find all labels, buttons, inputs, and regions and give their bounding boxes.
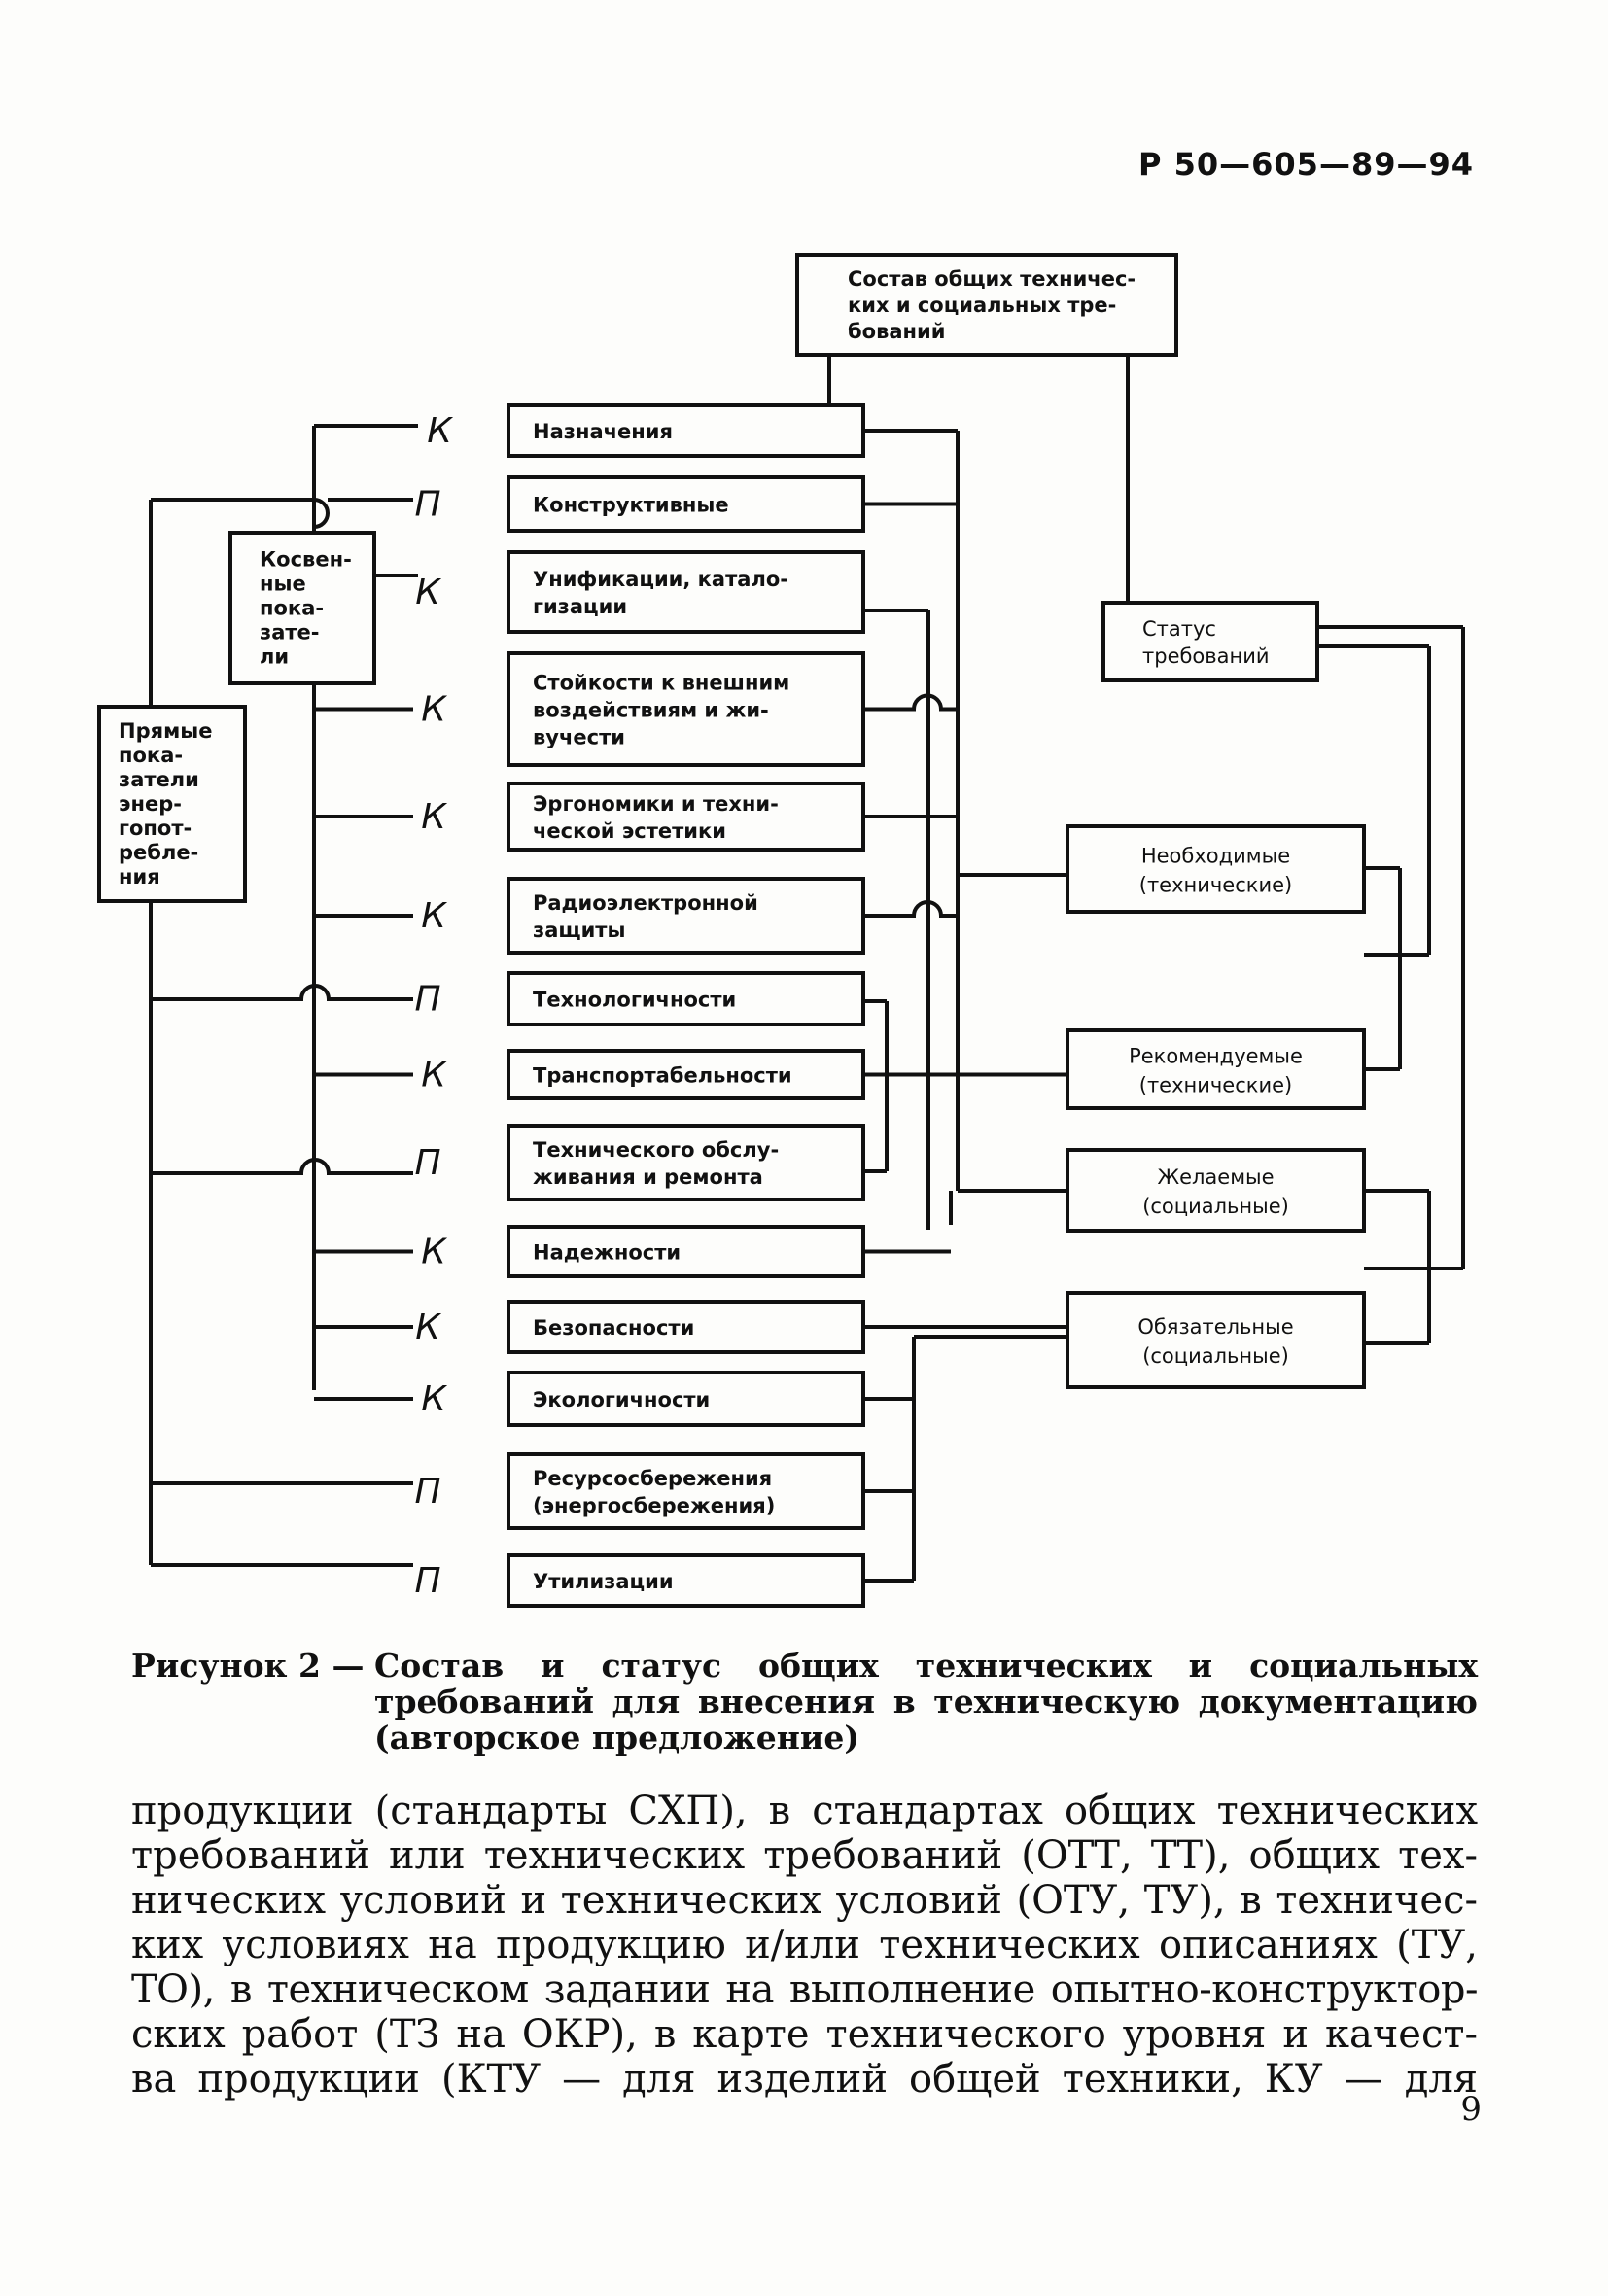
status-category-box-label: Рекомендуемые <box>1129 1044 1303 1067</box>
requirement-marker: К <box>427 411 453 451</box>
requirement-box: Ресурсосбережения (энергосбережения) <box>507 1452 865 1530</box>
requirement-marker: К <box>421 690 447 730</box>
requirement-marker: П <box>414 980 440 1020</box>
requirement-box-label: (энергосбережения) <box>533 1494 775 1517</box>
indirect-box-label: Косвен- <box>260 548 352 572</box>
top-box: Состав общих техничес-ких и социальных т… <box>795 253 1178 357</box>
direct-box-label: пока- <box>119 744 183 767</box>
body-line: ва продукции (КТУ — для изделий общей те… <box>131 2057 1478 2102</box>
requirement-box-label: Технического обслу- <box>533 1138 779 1162</box>
requirement-box-label: Стойкости к внешним <box>533 671 789 694</box>
requirement-box: Надежности <box>507 1225 865 1278</box>
requirement-marker: К <box>415 1307 441 1347</box>
status-category-box-label: (технические) <box>1139 873 1292 896</box>
body-line: нических условий и технических условий (… <box>131 1878 1478 1923</box>
status-box-label: требований <box>1142 644 1270 668</box>
status-category-box-label: (социальные) <box>1142 1195 1289 1218</box>
status-box: Статус требований <box>1101 601 1319 682</box>
requirement-box-label: Технологичности <box>533 988 736 1011</box>
page-number: 9 <box>1460 2090 1482 2129</box>
requirement-box-label: гизации <box>533 595 627 618</box>
requirements-diagram: Состав общих техничес-ких и социальных т… <box>97 253 1465 1608</box>
requirement-marker: К <box>421 896 447 936</box>
status-category-box-label: (технические) <box>1139 1073 1292 1096</box>
requirement-marker: П <box>414 1561 440 1601</box>
body-paragraph: продукции (стандарты СХП), в стандартах … <box>131 1789 1479 2102</box>
status-category-box-label: Обязательные <box>1137 1315 1293 1339</box>
requirement-box-label: Назначения <box>533 420 673 443</box>
body-line: продукции (стандарты СХП), в стандартах … <box>131 1789 1478 1833</box>
requirement-box-label: защиты <box>533 919 625 942</box>
direct-box-label: гопот- <box>119 817 192 840</box>
requirement-marker: П <box>414 485 440 525</box>
requirement-box: Эргономики и техни-ческой эстетики <box>507 782 865 852</box>
body-line: ТО), в техническом задании на выполнение… <box>131 1967 1479 2012</box>
requirement-box: Радиоэлектронной защиты <box>507 877 865 955</box>
direct-box-label: ния <box>119 865 160 888</box>
requirement-box-label: Эргономики и техни- <box>533 792 779 816</box>
status-category-box: Желаемые (социальные) <box>1066 1148 1366 1233</box>
requirement-box: Экологичности <box>507 1371 865 1427</box>
requirement-box-label: Конструктивные <box>533 493 729 516</box>
body-line: ких условиях на продукцию и/или техничес… <box>131 1923 1478 1967</box>
requirement-marker: К <box>421 1379 447 1419</box>
status-category-box-label: Необходимые <box>1141 844 1290 867</box>
requirement-box: Унификации, катало-гизации <box>507 550 865 634</box>
top-box-label: ких и социальных тре- <box>848 294 1116 317</box>
status-category-box-label: Желаемые <box>1157 1165 1274 1189</box>
requirement-box-label: Экологичности <box>533 1388 710 1411</box>
requirement-box-label: вучести <box>533 725 625 748</box>
status-category-box-label: (социальные) <box>1142 1344 1289 1368</box>
top-box-label: Состав общих техничес- <box>848 267 1136 291</box>
requirement-marker: П <box>414 1143 440 1183</box>
requirement-box: Утилизации <box>507 1553 865 1608</box>
direct-box-label: Прямые <box>119 719 213 743</box>
requirement-box-label: Надежности <box>533 1240 681 1264</box>
requirement-marker: К <box>421 1233 447 1272</box>
direct-box-label: затели <box>119 768 199 791</box>
requirement-box-label: живания и ремонта <box>533 1165 763 1189</box>
indirect-box-label: зате- <box>260 621 320 644</box>
status-category-box: Обязательные (социальные) <box>1066 1291 1366 1389</box>
requirement-box: Назначения <box>507 403 865 458</box>
status-category-box: Необходимые (технические) <box>1066 824 1366 914</box>
requirement-box-label: Безопасности <box>533 1316 694 1339</box>
requirement-box: Стойкости к внешним воздействиям и жи-вуч… <box>507 651 865 767</box>
requirement-box: Технологичности <box>507 971 865 1026</box>
requirement-box-label: Утилизации <box>533 1570 674 1593</box>
requirement-marker: К <box>415 573 441 612</box>
requirement-box-label: Радиоэлектронной <box>533 891 758 915</box>
indirect-box-label: ли <box>260 645 289 669</box>
requirement-marker: К <box>421 1056 447 1096</box>
requirement-box: Транспортабельности <box>507 1049 865 1100</box>
requirement-box-label: Ресурсосбережения <box>533 1467 772 1490</box>
requirement-box-label: ческой эстетики <box>533 819 726 843</box>
status-category-box: Рекомендуемые (технические) <box>1066 1028 1366 1110</box>
body-line: ских работ (ТЗ на ОКР), в карте техничес… <box>131 2012 1478 2057</box>
requirement-marker: П <box>414 1472 440 1512</box>
status-box-label: Статус <box>1142 617 1216 641</box>
requirement-marker: К <box>421 797 447 837</box>
direct-box-label: ребле- <box>119 841 198 864</box>
figure-caption-label: Рисунок 2 — <box>131 1647 365 1685</box>
requirement-box: Конструктивные <box>507 475 865 533</box>
requirement-box-label: Транспортабельности <box>533 1063 792 1087</box>
direct-box-label: энер- <box>119 792 182 816</box>
requirement-box: Технического обслу-живания и ремонта <box>507 1124 865 1201</box>
requirement-box: Безопасности <box>507 1300 865 1354</box>
requirement-box-label: воздействиям и жи- <box>533 698 769 721</box>
document-code: Р 50—605—89—94 <box>1138 146 1474 183</box>
figure-caption-text: Состав и статус общих технических и соци… <box>374 1647 1478 1757</box>
requirement-box-label: Унификации, катало- <box>533 568 788 591</box>
indirect-box-label: пока- <box>260 597 324 620</box>
indirect-box-label: ные <box>260 573 306 596</box>
body-line: требований или технических требований (О… <box>131 1833 1478 1878</box>
top-box-label: бований <box>848 320 946 343</box>
